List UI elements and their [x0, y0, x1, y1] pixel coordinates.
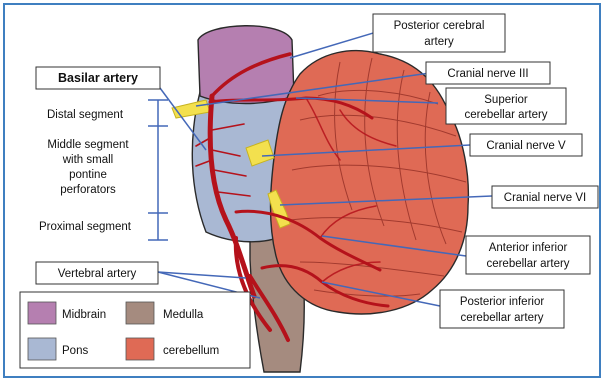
posterior-inferior-cerebellar-artery-label-1: Posterior inferior [460, 296, 545, 308]
superior-cerebellar-artery-label-2: cerebellar artery [464, 109, 547, 121]
cranial-nerve-v-label: Cranial nerve V [486, 140, 566, 152]
anterior-inferior-cerebellar-artery-label-1: Anterior inferior [489, 242, 568, 254]
anterior-inferior-cerebellar-artery-label-2: cerebellar artery [486, 258, 569, 270]
cranial-nerve-iii-label: Cranial nerve III [447, 68, 528, 80]
proximal-segment-label: Proximal segment [39, 221, 132, 233]
legend-label-medulla: Medulla [163, 309, 204, 321]
posterior-cerebral-artery-label-2: artery [424, 36, 454, 48]
midbrain-shape [198, 26, 294, 104]
middle-segment-label-4: perforators [60, 184, 116, 196]
posterior-cerebral-artery-label-1: Posterior cerebral [394, 20, 485, 32]
distal-segment-label: Distal segment [47, 109, 124, 121]
basilar-artery-label: Basilar artery [58, 71, 138, 85]
middle-segment-label-3: pontine [69, 169, 107, 181]
legend-swatch-midbrain [28, 302, 56, 324]
legend: Midbrain Medulla Pons cerebellum [20, 292, 250, 368]
middle-segment-label-2: with small [62, 154, 113, 166]
legend-label-midbrain: Midbrain [62, 309, 106, 321]
legend-label-cerebellum: cerebellum [163, 345, 219, 357]
cerebellum-shape [271, 51, 469, 314]
legend-label-pons: Pons [62, 345, 88, 357]
vertebral-artery-label: Vertebral artery [58, 268, 137, 280]
posterior-inferior-cerebellar-artery-label-2: cerebellar artery [460, 312, 543, 324]
cranial-nerve-vi-label: Cranial nerve VI [504, 192, 586, 204]
legend-swatch-pons [28, 338, 56, 360]
middle-segment-label-1: Middle segment [47, 139, 129, 151]
superior-cerebellar-artery-label-1: Superior [484, 94, 528, 106]
legend-swatch-medulla [126, 302, 154, 324]
legend-swatch-cerebellum [126, 338, 154, 360]
